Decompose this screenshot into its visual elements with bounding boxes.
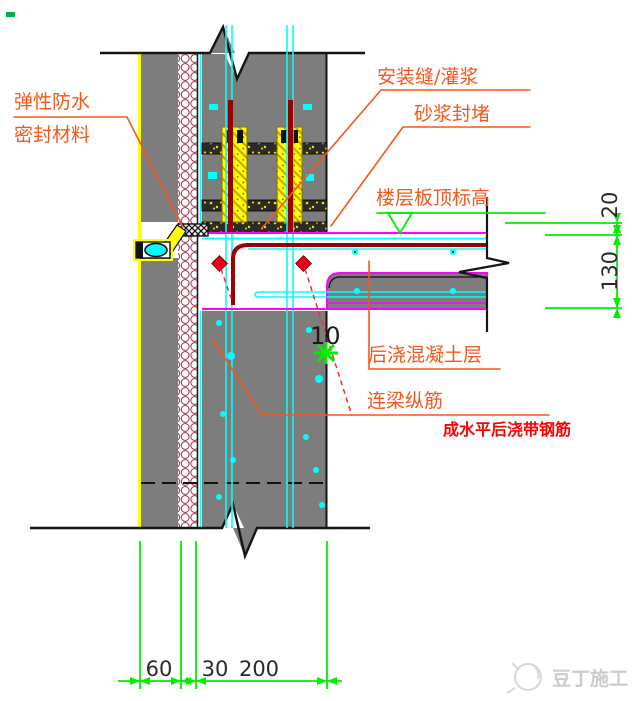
label-horizontal-strip-note: 成水平后浇带钢筋 <box>443 420 571 439</box>
leader-elastic-sealant <box>13 116 184 228</box>
connecting-bar-left <box>228 100 233 233</box>
annotations: 弹性防水 密封材料 安装缝/灌浆 砂浆封堵 楼层板顶标高 后浇混凝土层 连梁纵筋… <box>13 66 571 439</box>
label-post-cast-layer: 后浇混凝土层 <box>368 344 482 366</box>
sealant-joint <box>133 223 209 261</box>
label-install-seam: 安装缝/灌浆 <box>377 66 478 88</box>
dim-bottom-mid: 30 <box>202 657 229 681</box>
top-break-symbol <box>100 23 365 83</box>
dim-right-bottom: 130 <box>598 251 622 291</box>
watermark: 豆丁施工 <box>506 662 628 694</box>
star-marker <box>314 342 338 364</box>
dim-bottom-left: 60 <box>146 657 173 681</box>
dim-right-top: 20 <box>598 192 622 219</box>
inner-leaf-lower <box>202 311 327 528</box>
outer-leaf-upper <box>141 54 178 222</box>
watermark-logo-icon <box>506 662 542 694</box>
vertical-rebar <box>225 25 294 528</box>
label-floor-elevation: 楼层板顶标高 <box>376 187 490 209</box>
elevation-triangle-symbol <box>386 212 414 235</box>
leader-post-cast <box>368 260 501 370</box>
watermark-text: 豆丁施工 <box>552 667 628 690</box>
leader-beam-rebar <box>212 339 550 416</box>
inner-leaf-upper <box>202 54 327 223</box>
bottom-dimensions <box>118 541 342 689</box>
rebar-section-dots <box>211 255 353 417</box>
bent-rebar-dark-red <box>231 243 486 305</box>
aggregate-dots <box>216 249 456 508</box>
dim-bottom-right: 200 <box>239 657 279 681</box>
bedding-grout-layer <box>201 221 328 234</box>
cyan-markers-upper <box>208 104 314 181</box>
seam-gap-dimension: 10 <box>310 322 341 364</box>
bottom-dim-arrows <box>130 677 337 685</box>
connecting-bar-right <box>288 100 293 233</box>
outer-leaf-lower <box>141 258 178 528</box>
label-mortar-seal: 砂浆封堵 <box>414 103 490 125</box>
label-elastic-sealant-line1: 弹性防水 <box>14 91 90 113</box>
elastic-sealant-bead <box>144 242 168 258</box>
right-dim-arrows <box>613 213 621 318</box>
green-tick-mark <box>6 12 15 17</box>
precast-plank <box>326 272 488 310</box>
leader-install-seam <box>261 89 531 229</box>
insulation-layer <box>178 54 197 528</box>
slab-lines <box>202 232 487 310</box>
bottom-break-symbol <box>30 500 370 560</box>
leader-mortar-seal <box>330 126 531 227</box>
label-elastic-sealant-line2: 密封材料 <box>14 124 90 146</box>
label-beam-rebar: 连梁纵筋 <box>367 390 443 412</box>
slab-break-line <box>458 197 510 332</box>
